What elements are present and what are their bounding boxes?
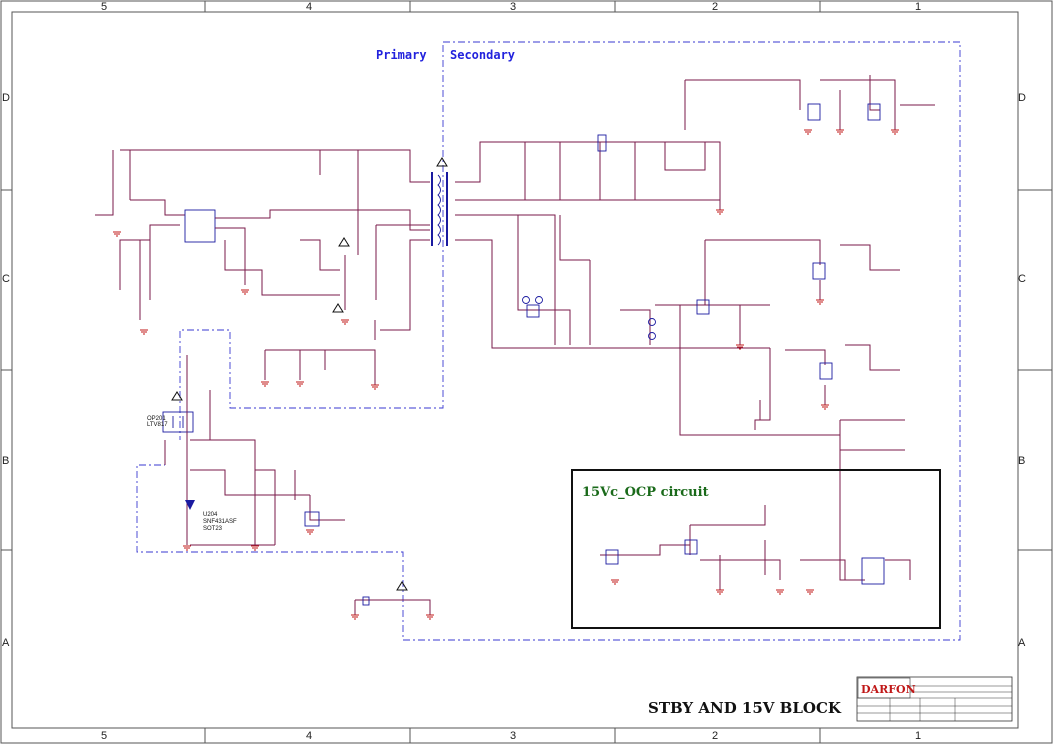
opto-part: LTV817 [147,422,168,428]
zone-row-c-left: C [2,273,10,285]
zone-col-2-top: 2 [712,1,718,13]
zone-col-2-bottom: 2 [712,730,718,742]
primary-label: Primary [376,48,427,62]
ocp-title: 15Vc_OCP circuit [582,485,709,500]
zone-row-a-left: A [2,637,10,649]
bottom-isolation [351,581,434,620]
zone-row-d-right: D [1018,92,1026,104]
zone-row-a-right: A [1018,637,1026,649]
u204-part: SNF431ASF [203,519,237,525]
ocp-circuit [600,505,911,595]
u204-package: SOT23 [203,526,223,532]
sheet-title: STBY AND 15V BLOCK [648,699,842,717]
zone-col-1-top: 1 [915,1,921,13]
zone-col-5-bottom: 5 [101,730,107,742]
zone-col-4-top: 4 [306,1,312,13]
ocp-box [571,469,941,629]
secondary-boundary [136,41,961,641]
secondary-circuit [455,75,935,581]
zone-row-b-left: B [2,455,9,467]
title-block [856,676,1013,722]
primary-boundary [179,45,444,440]
zone-row-c-right: C [1018,273,1026,285]
opto-ref: OP201 [147,416,166,422]
zone-col-3-top: 3 [510,1,516,13]
zone-col-1-bottom: 1 [915,730,921,742]
zone-row-d-left: D [2,92,10,104]
zone-col-5-top: 5 [101,1,107,13]
darfon-logo: DARFON [861,683,916,696]
primary-circuit [95,149,448,390]
zone-row-b-right: B [1018,455,1025,467]
zone-col-3-bottom: 3 [510,730,516,742]
secondary-label: Secondary [450,48,515,62]
feedback-circuit [162,355,345,551]
inner-frame [11,11,1019,729]
zone-col-4-bottom: 4 [306,730,312,742]
u204-ref: U204 [203,512,218,518]
